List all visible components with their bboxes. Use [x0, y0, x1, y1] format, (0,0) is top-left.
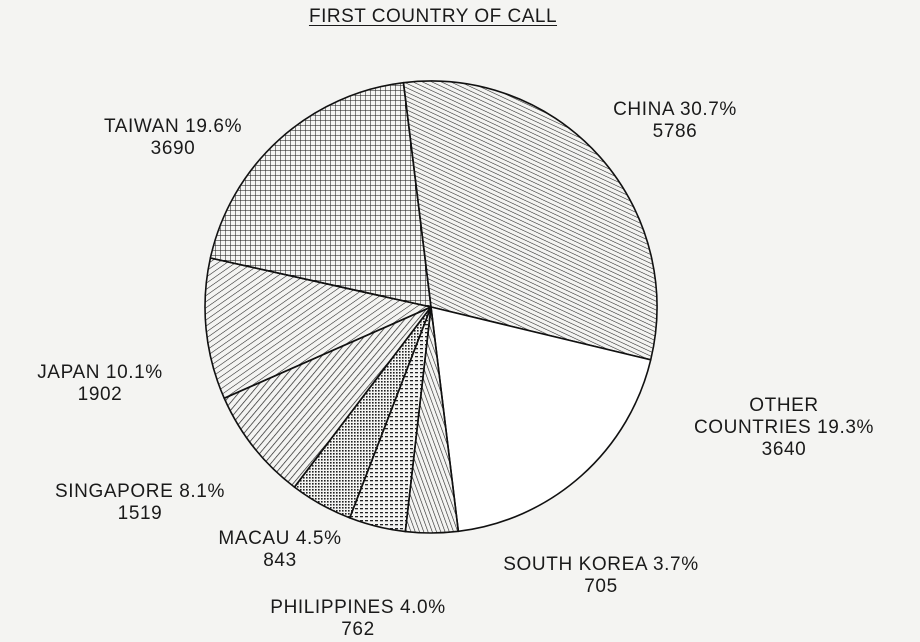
label-taiwan-count: 3690	[150, 138, 196, 159]
label-philippines-count: 762	[341, 619, 375, 640]
label-japan: JAPAN 10.1% 1902	[20, 362, 180, 406]
label-south-korea-name: SOUTH KOREA 3.7%	[503, 554, 699, 575]
label-taiwan: TAIWAN 19.6% 3690	[88, 116, 258, 160]
label-south-korea: SOUTH KOREA 3.7% 705	[472, 554, 730, 598]
pie-slice-japan	[204, 257, 432, 400]
label-taiwan-name: TAIWAN 19.6%	[103, 116, 243, 137]
label-south-korea-count: 705	[584, 576, 618, 597]
label-philippines-name: PHILIPPINES 4.0%	[270, 597, 446, 618]
label-china-count: 5786	[652, 121, 698, 142]
pie-slice-taiwan	[209, 81, 432, 308]
pie-slice-other	[430, 306, 652, 533]
chart-title: FIRST COUNTRY OF CALL	[308, 6, 558, 27]
pie-slice-china	[402, 80, 658, 361]
label-singapore-name: SINGAPORE 8.1%	[55, 481, 225, 502]
label-japan-name: JAPAN 10.1%	[37, 362, 163, 383]
pie-slice-singapore	[223, 306, 432, 488]
label-macau-count: 843	[263, 550, 297, 571]
label-other-line2: COUNTRIES 19.3%	[693, 417, 875, 438]
label-other-countries: OTHER COUNTRIES 19.3% 3640	[668, 395, 900, 461]
label-singapore-count: 1519	[117, 503, 163, 524]
label-china: CHINA 30.7% 5786	[590, 99, 760, 143]
label-macau: MACAU 4.5% 843	[200, 528, 360, 572]
label-japan-count: 1902	[77, 384, 123, 405]
label-other-count: 3640	[761, 439, 807, 460]
label-philippines: PHILIPPINES 4.0% 762	[248, 597, 468, 641]
label-other-line1: OTHER	[749, 395, 819, 416]
label-singapore: SINGAPORE 8.1% 1519	[35, 481, 245, 525]
label-macau-name: MACAU 4.5%	[218, 528, 342, 549]
label-china-name: CHINA 30.7%	[613, 99, 737, 120]
